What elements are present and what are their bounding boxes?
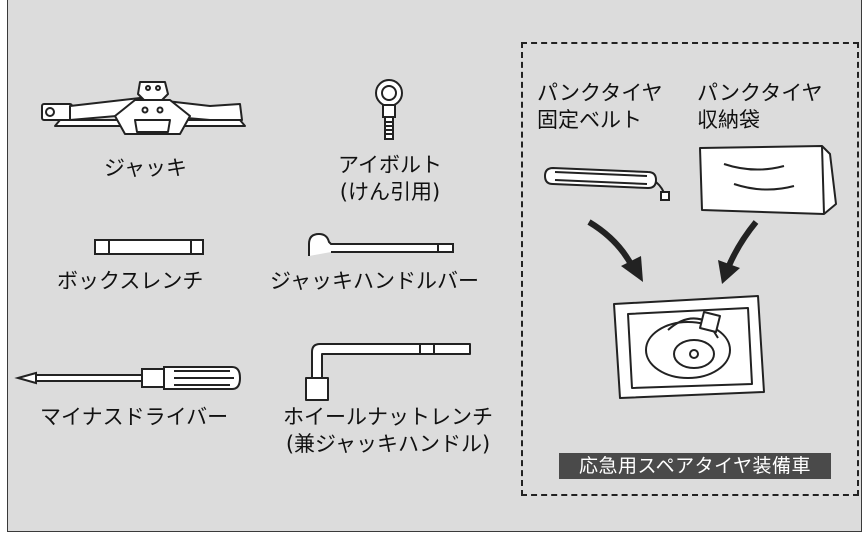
fixing-belt-icon: [543, 166, 670, 201]
lug-wrench-label-line1: ホイールナットレンチ: [283, 405, 493, 429]
lug-wrench-label-line2: (兼ジャッキハンドル): [285, 432, 491, 456]
fixing-belt-label-line2: 固定ベルト: [537, 108, 642, 132]
lug-wrench-label: ホイールナットレンチ (兼ジャッキハンドル): [273, 404, 503, 458]
eyebolt-label-line1: アイボルト: [338, 153, 442, 177]
spare-tire-section: [521, 42, 859, 496]
fixing-belt-label-line1: パンクタイヤ: [537, 81, 663, 105]
screwdriver-label: マイナスドライバー: [40, 405, 229, 429]
storage-bag-label-line2: 収納袋: [697, 108, 760, 132]
jack-label: ジャッキ: [104, 156, 187, 180]
arrow-down-left-icon: [718, 220, 759, 284]
box-wrench-label: ボックスレンチ: [57, 269, 204, 293]
storage-bag-icon: [699, 145, 837, 215]
eyebolt-label-line2: (けん引用): [339, 180, 441, 204]
jack-icon: [41, 81, 246, 135]
eyebolt-label: アイボルト (けん引用): [325, 152, 455, 206]
storage-bag-label: パンクタイヤ 収納袋: [697, 80, 823, 134]
bagged-tire-icon: [613, 295, 765, 399]
storage-bag-label-line1: パンクタイヤ: [697, 81, 823, 105]
box-wrench-icon: [94, 239, 204, 255]
jack-handle-bar-icon: [308, 232, 454, 256]
spare-tire-equipped-badge: 応急用スペアタイヤ装備車: [559, 453, 831, 479]
jack-handle-bar-label: ジャッキハンドルバー: [270, 269, 479, 293]
fixing-belt-label: パンクタイヤ 固定ベルト: [537, 80, 663, 134]
eyebolt-icon: [375, 79, 403, 140]
arrow-down-right-icon: [587, 219, 643, 282]
screwdriver-icon: [14, 366, 242, 390]
lug-wrench-icon: [305, 343, 471, 401]
